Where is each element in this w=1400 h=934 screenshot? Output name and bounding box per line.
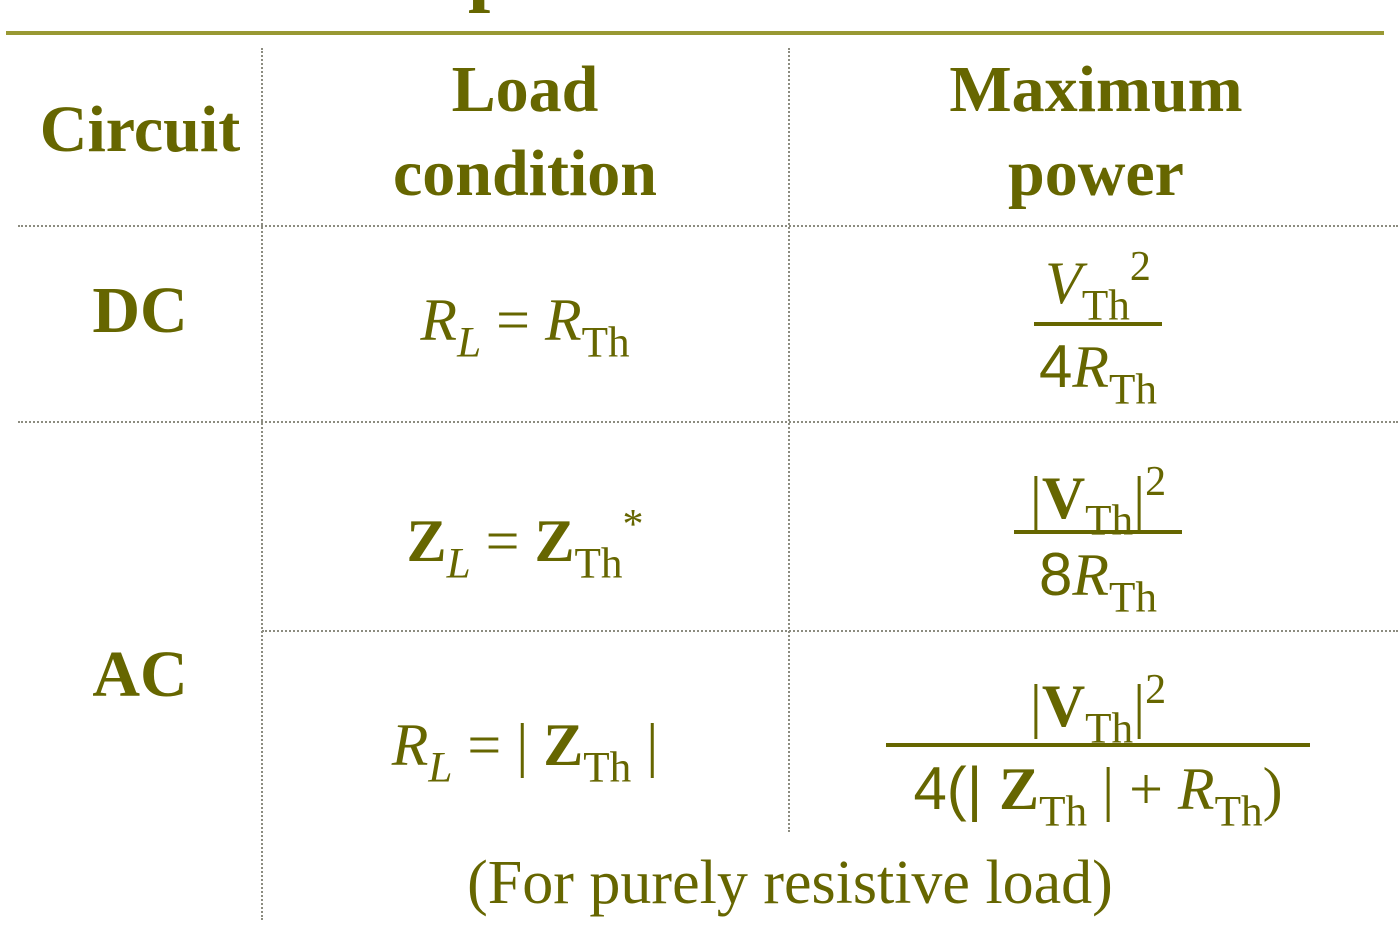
resistive-load-note: (For purely resistive load) <box>467 849 1113 917</box>
ac-resistive-fraction-bar <box>886 743 1310 747</box>
ac-conjugate-power-denominator: 8RTh <box>1038 541 1157 622</box>
title-fragment: p <box>468 0 513 10</box>
title-rule <box>6 31 1384 35</box>
header-load-condition: Load condition <box>262 48 788 216</box>
dc-row-divider <box>18 421 1398 423</box>
ac-resistive-power-numerator: |VTh|2 <box>1029 667 1167 753</box>
ac-conjugate-load-condition: ZL = ZTh* <box>406 502 644 588</box>
header-load-line-2: condition <box>392 137 658 210</box>
col-divider-2 <box>788 48 790 832</box>
row-label-ac: AC <box>92 638 188 711</box>
dc-load-condition: RL = RTh <box>420 287 630 367</box>
dc-fraction-bar <box>1034 322 1162 326</box>
header-row-divider <box>18 225 1398 227</box>
header-power-line-1: Maximum <box>949 53 1243 126</box>
header-power-line-2: power <box>1008 137 1184 210</box>
dc-power-numerator: VTh2 <box>1045 244 1151 330</box>
dc-power-denominator: 4RTh <box>1038 333 1157 414</box>
header-circuit: Circuit <box>39 93 241 166</box>
ac-subrow-divider <box>262 630 1398 632</box>
ac-conjugate-fraction-bar <box>1014 530 1182 534</box>
col-divider-1 <box>261 48 263 920</box>
header-load-line-1: Load <box>451 53 599 126</box>
ac-conjugate-power-numerator: |VTh|2 <box>1029 459 1167 545</box>
ac-resistive-load-condition: RL = | ZTh | <box>391 712 659 792</box>
row-label-dc: DC <box>92 274 188 347</box>
ac-resistive-power-denominator: 4(| ZTh | + RTh) <box>913 755 1283 836</box>
header-maximum-power: Maximum power <box>790 48 1400 216</box>
